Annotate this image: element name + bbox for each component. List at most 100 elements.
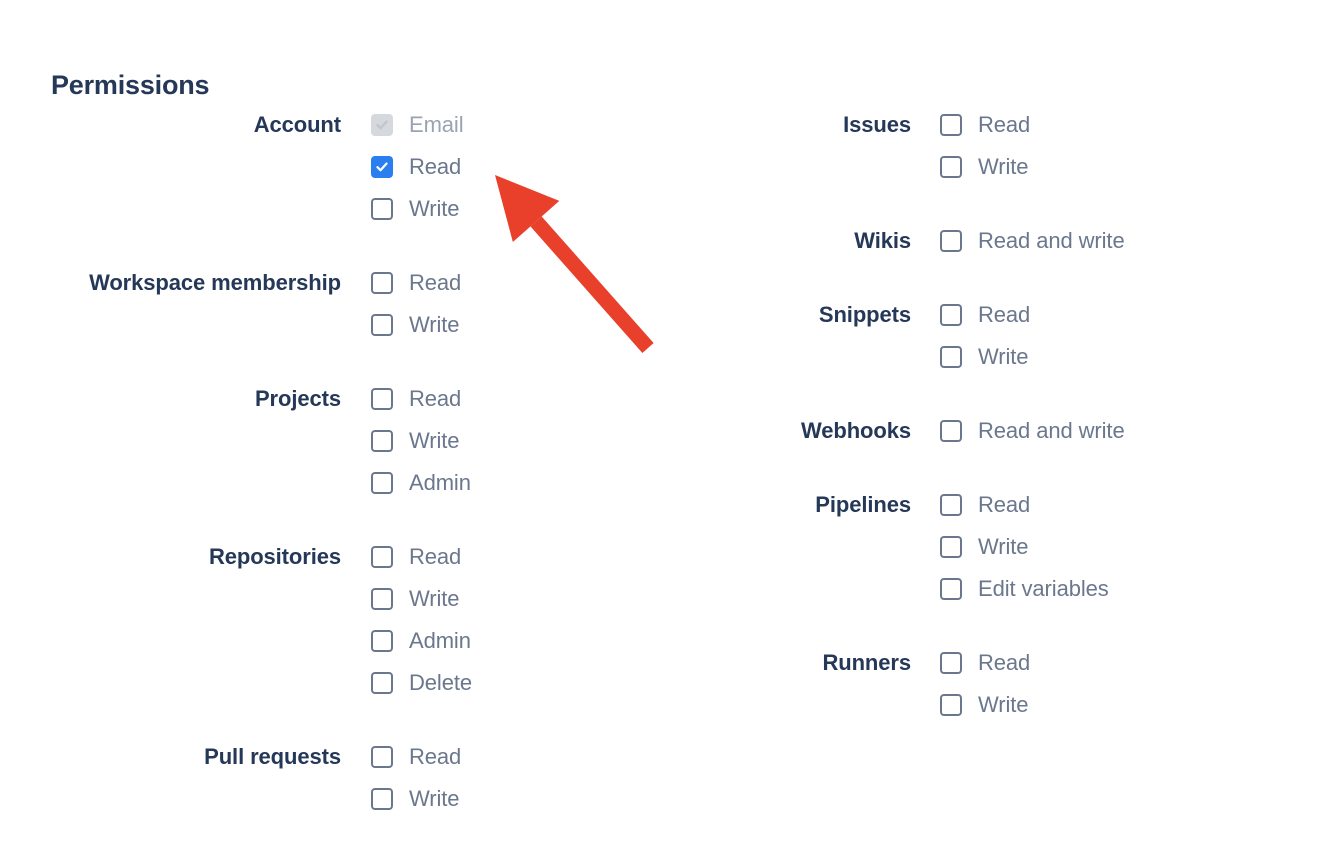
option-row-account-email[interactable]: Email bbox=[371, 104, 464, 146]
webhooks-read-and-write-checkbox[interactable] bbox=[940, 420, 962, 442]
option-row-account-read[interactable]: Read bbox=[371, 146, 464, 188]
projects-read-checkbox[interactable] bbox=[371, 388, 393, 410]
option-row-workspace-membership-read[interactable]: Read bbox=[371, 262, 461, 304]
option-row-account-write[interactable]: Write bbox=[371, 188, 464, 230]
group-label-account: Account bbox=[253, 112, 341, 137]
option-row-wikis-read-and-write[interactable]: Read and write bbox=[940, 220, 1125, 262]
option-row-repositories-write[interactable]: Write bbox=[371, 578, 472, 620]
workspace-membership-write-checkbox[interactable] bbox=[371, 314, 393, 336]
account-read-checkbox[interactable] bbox=[371, 156, 393, 178]
pipelines-read-checkbox[interactable] bbox=[940, 494, 962, 516]
option-row-projects-admin[interactable]: Admin bbox=[371, 462, 471, 504]
group-options-wikis: Read and write bbox=[940, 220, 1125, 262]
option-label-snippets-write: Write bbox=[978, 344, 1029, 369]
option-label-repositories-write: Write bbox=[409, 586, 460, 611]
group-options-webhooks: Read and write bbox=[940, 410, 1125, 452]
option-label-runners-read: Read bbox=[978, 650, 1031, 675]
option-label-webhooks-read-and-write: Read and write bbox=[978, 418, 1125, 443]
option-label-repositories-delete: Delete bbox=[409, 670, 472, 695]
repositories-read-checkbox[interactable] bbox=[371, 546, 393, 568]
pipelines-edit-variables-checkbox[interactable] bbox=[940, 578, 962, 600]
option-row-snippets-read[interactable]: Read bbox=[940, 294, 1030, 336]
repositories-admin-checkbox[interactable] bbox=[371, 630, 393, 652]
option-label-issues-read: Read bbox=[978, 112, 1031, 137]
option-label-workspace-membership-write: Write bbox=[409, 312, 460, 337]
runners-write-checkbox[interactable] bbox=[940, 694, 962, 716]
option-row-pull-requests-write[interactable]: Write bbox=[371, 778, 461, 820]
workspace-membership-read-checkbox[interactable] bbox=[371, 272, 393, 294]
option-label-wikis-read-and-write: Read and write bbox=[978, 228, 1125, 253]
group-label-wikis: Wikis bbox=[854, 228, 911, 253]
repositories-delete-checkbox[interactable] bbox=[371, 672, 393, 694]
option-row-pull-requests-read[interactable]: Read bbox=[371, 736, 461, 778]
option-row-webhooks-read-and-write[interactable]: Read and write bbox=[940, 410, 1125, 452]
option-row-repositories-read[interactable]: Read bbox=[371, 536, 472, 578]
group-label-webhooks: Webhooks bbox=[800, 418, 911, 443]
option-label-account-email: Email bbox=[409, 112, 464, 137]
group-label-snippets: Snippets bbox=[818, 302, 911, 327]
group-label-runners: Runners bbox=[822, 650, 911, 675]
option-row-snippets-write[interactable]: Write bbox=[940, 336, 1030, 378]
option-label-issues-write: Write bbox=[978, 154, 1029, 179]
option-label-account-write: Write bbox=[409, 196, 460, 221]
pipelines-write-checkbox[interactable] bbox=[940, 536, 962, 558]
option-label-account-read: Read bbox=[409, 154, 462, 179]
option-label-pipelines-write: Write bbox=[978, 534, 1029, 559]
option-row-projects-read[interactable]: Read bbox=[371, 378, 471, 420]
option-row-pipelines-read[interactable]: Read bbox=[940, 484, 1109, 526]
issues-read-checkbox[interactable] bbox=[940, 114, 962, 136]
option-label-runners-write: Write bbox=[978, 692, 1029, 717]
issues-write-checkbox[interactable] bbox=[940, 156, 962, 178]
repositories-write-checkbox[interactable] bbox=[371, 588, 393, 610]
page-title: Permissions bbox=[51, 70, 210, 101]
snippets-write-checkbox[interactable] bbox=[940, 346, 962, 368]
snippets-read-checkbox[interactable] bbox=[940, 304, 962, 326]
option-row-pipelines-write[interactable]: Write bbox=[940, 526, 1109, 568]
group-label-issues: Issues bbox=[843, 112, 911, 137]
permission-group-webhooks: Webhooks Read and write bbox=[660, 410, 1322, 452]
account-write-checkbox[interactable] bbox=[371, 198, 393, 220]
option-label-pipelines-edit-variables: Edit variables bbox=[978, 576, 1109, 601]
wikis-read-and-write-checkbox[interactable] bbox=[940, 230, 962, 252]
option-label-projects-write: Write bbox=[409, 428, 460, 453]
group-label-pipelines: Pipelines bbox=[815, 492, 911, 517]
projects-write-checkbox[interactable] bbox=[371, 430, 393, 452]
option-row-pipelines-edit-variables[interactable]: Edit variables bbox=[940, 568, 1109, 610]
group-label-projects: Projects bbox=[254, 386, 341, 411]
option-row-repositories-admin[interactable]: Admin bbox=[371, 620, 472, 662]
pull-requests-read-checkbox[interactable] bbox=[371, 746, 393, 768]
option-row-issues-write[interactable]: Write bbox=[940, 146, 1030, 188]
option-row-issues-read[interactable]: Read bbox=[940, 104, 1030, 146]
option-row-repositories-delete[interactable]: Delete bbox=[371, 662, 472, 704]
option-label-repositories-read: Read bbox=[409, 544, 462, 569]
option-label-repositories-admin: Admin bbox=[409, 628, 471, 653]
permission-group-wikis: Wikis Read and write bbox=[660, 220, 1322, 262]
group-label-pull-requests: Pull requests bbox=[204, 744, 341, 769]
option-row-runners-read[interactable]: Read bbox=[940, 642, 1030, 684]
option-row-projects-write[interactable]: Write bbox=[371, 420, 471, 462]
option-row-workspace-membership-write[interactable]: Write bbox=[371, 304, 461, 346]
pull-requests-write-checkbox[interactable] bbox=[371, 788, 393, 810]
option-label-pull-requests-read: Read bbox=[409, 744, 462, 769]
group-label-workspace-membership: Workspace membership bbox=[89, 270, 341, 295]
projects-admin-checkbox[interactable] bbox=[371, 472, 393, 494]
option-label-projects-admin: Admin bbox=[409, 470, 471, 495]
option-row-runners-write[interactable]: Write bbox=[940, 684, 1030, 726]
option-label-pull-requests-write: Write bbox=[409, 786, 460, 811]
runners-read-checkbox[interactable] bbox=[940, 652, 962, 674]
option-label-projects-read: Read bbox=[409, 386, 462, 411]
